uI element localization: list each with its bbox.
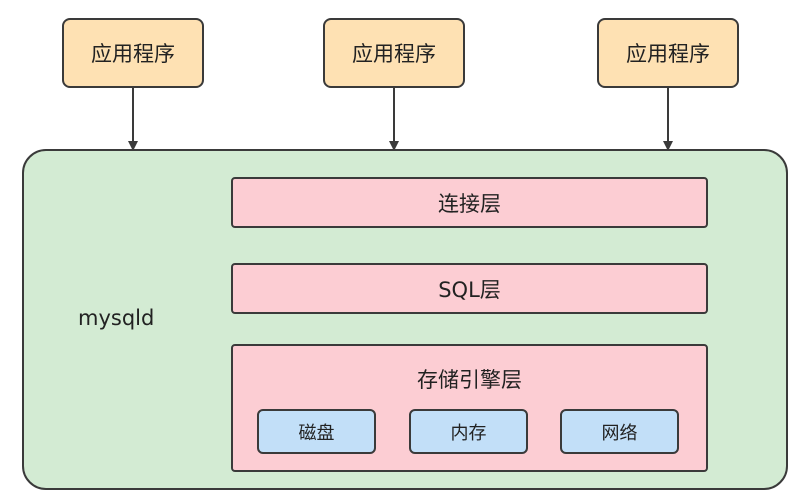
app-box-3: 应用程序 <box>597 18 739 88</box>
memory-box: 内存 <box>409 409 528 454</box>
mysqld-label: mysqld <box>78 306 155 330</box>
storage-engine-title: 存储引擎层 <box>417 368 522 392</box>
app-box-2: 应用程序 <box>323 18 465 88</box>
connection-layer: 连接层 <box>231 177 708 228</box>
app-box-1: 应用程序 <box>62 18 204 88</box>
disk-box: 磁盘 <box>257 409 376 454</box>
network-box: 网络 <box>560 409 679 454</box>
sql-layer: SQL层 <box>231 263 708 314</box>
